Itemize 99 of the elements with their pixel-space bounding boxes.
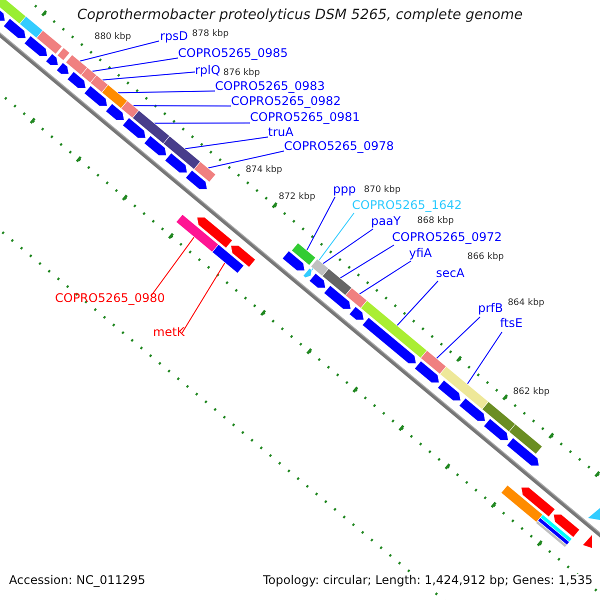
gene-label: COPRO5265_0980: [55, 292, 165, 306]
leader-line: [132, 105, 232, 106]
scale-label: 862 kbp: [512, 387, 550, 398]
scale-label: 868 kbp: [417, 216, 454, 227]
leader-line: [182, 262, 226, 334]
gene-label: yfiA: [409, 247, 432, 261]
gene-feature: [588, 508, 600, 520]
gene-label: ppp: [333, 183, 356, 197]
gene-feature: [176, 214, 219, 252]
gene-label: truA: [268, 126, 294, 140]
gene-label: COPRO5265_0985: [178, 47, 288, 61]
scale-label: 866 kbp: [467, 252, 504, 262]
gene-feature: [65, 54, 88, 76]
gene-feature: [196, 217, 233, 248]
gene-feature: [348, 306, 364, 320]
gene-feature: [185, 170, 208, 190]
leader-line: [436, 316, 480, 359]
leader-line: [466, 332, 502, 384]
gene-label: COPRO5265_0978: [284, 140, 394, 154]
gene-label: paaY: [371, 215, 401, 229]
gene-feature: [440, 366, 489, 410]
gene-label: COPRO5265_0983: [215, 80, 325, 94]
gene-feature: [308, 273, 326, 288]
leader-line: [184, 136, 268, 150]
gene-feature: [163, 136, 201, 170]
scale-label: 864 kbp: [508, 298, 544, 309]
leader-line: [322, 228, 374, 264]
gene-feature: [437, 380, 461, 401]
gene-label: COPRO5265_0982: [231, 95, 341, 109]
gene-feature: [56, 47, 70, 61]
gene-feature: [482, 401, 516, 432]
leader-line: [340, 244, 394, 279]
leader-line: [102, 72, 196, 80]
gene-label: metK: [153, 326, 185, 340]
gene-feature: [322, 268, 352, 296]
gene-feature: [194, 161, 216, 182]
gene-feature: [302, 268, 312, 278]
leader-line: [311, 212, 354, 270]
gene-feature: [506, 438, 540, 466]
gene-label: rplQ: [195, 64, 220, 78]
gene-feature: [483, 418, 509, 441]
gene-feature: [324, 285, 352, 310]
leader-line: [208, 150, 284, 168]
gene-feature: [56, 62, 70, 74]
accession-text: Accession: NC_011295: [9, 574, 146, 588]
gene-feature: [291, 242, 316, 266]
gene-feature: [458, 398, 486, 422]
gene-label: ftsE: [500, 317, 523, 331]
gene-feature: [520, 487, 556, 518]
genome-stats-text: Topology: circular; Length: 1,424,912 bp; Genes: 1,535: [263, 574, 593, 588]
gene-label: COPRO5265_0972: [392, 231, 502, 245]
gene-feature: [122, 117, 146, 138]
gene-feature: [420, 350, 446, 374]
gene-feature: [90, 74, 108, 93]
gene-feature: [80, 67, 97, 84]
leader-line: [306, 196, 336, 251]
scale-label: 876 kbp: [223, 68, 260, 78]
gene-feature: [105, 103, 124, 120]
gene-feature: [310, 258, 329, 276]
scale-label: 878 kbp: [192, 28, 229, 40]
gene-feature: [132, 110, 170, 144]
gene-feature: [0, 0, 26, 24]
gene-label: prfB: [478, 302, 504, 316]
gene-feature: [508, 424, 543, 454]
leader-line: [117, 90, 216, 94]
gene-label: COPRO5265_1642: [352, 199, 462, 213]
gene-label: rpsD: [160, 30, 188, 44]
gene-feature: [500, 484, 544, 522]
gene-feature: [282, 250, 305, 271]
gene-feature: [360, 300, 428, 358]
gene-feature: [120, 100, 140, 118]
gene-feature: [66, 71, 86, 88]
scale-label: 870 kbp: [364, 185, 401, 196]
gene-feature: [362, 317, 416, 364]
gene-feature: [19, 16, 44, 38]
leader-line: [358, 260, 412, 295]
gene-feature: [414, 360, 440, 383]
gene-label: secA: [436, 267, 464, 281]
scale-label: 880 kbp: [94, 32, 132, 42]
gene-feature: [84, 85, 108, 106]
gene-feature: [164, 152, 188, 173]
gene-feature: [102, 84, 128, 109]
gene-feature: [345, 287, 368, 308]
gene-feature: [212, 244, 244, 274]
gene-feature: [36, 30, 62, 54]
leader-line: [92, 58, 178, 72]
gene-feature: [583, 535, 592, 548]
title: Coprothermobacter proteolyticus DSM 5265, complete genome: [77, 7, 523, 24]
leader-line: [154, 122, 250, 124]
gene-feature: [230, 245, 256, 268]
gene-feature: [553, 514, 580, 538]
gene-feature: [24, 36, 48, 56]
gene-feature: [3, 18, 26, 39]
leader-line: [79, 40, 160, 62]
scale-label: 872 kbp: [278, 192, 316, 202]
gene-label: COPRO5265_0981: [250, 111, 360, 125]
gene-feature: [144, 135, 167, 156]
scale-label: 874 kbp: [246, 164, 282, 175]
leader-line: [396, 280, 438, 326]
